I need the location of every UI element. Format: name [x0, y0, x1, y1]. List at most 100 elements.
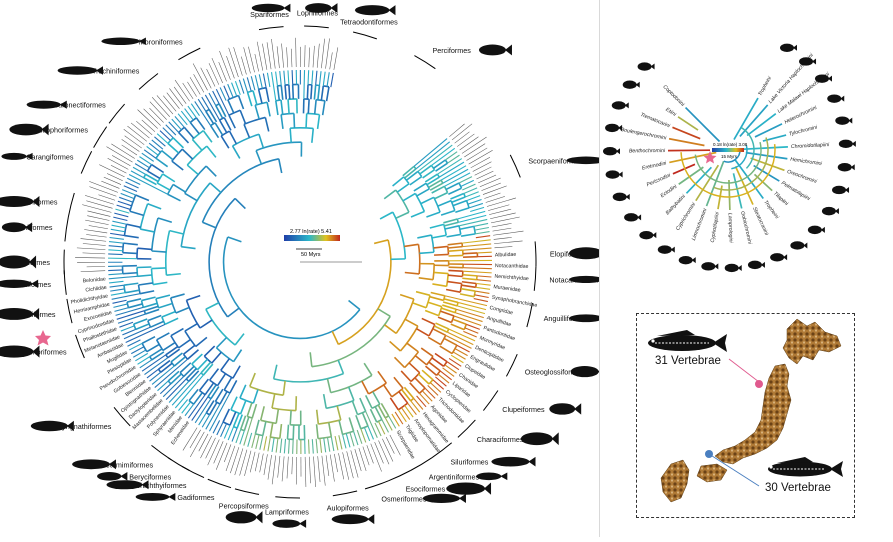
- tree-branch: [142, 153, 154, 161]
- cichlid-silhouette-icon: [839, 140, 856, 148]
- shikoku-landmass: [697, 464, 727, 482]
- tree-branch: [415, 356, 426, 365]
- tree-branch: [251, 76, 255, 90]
- tree-branch: [293, 85, 294, 99]
- tree-branch: [148, 165, 152, 171]
- tree-branch: [338, 360, 343, 373]
- tip-label-glyph: [255, 54, 259, 71]
- tree-branch: [124, 283, 138, 285]
- tree-branch: [139, 157, 151, 165]
- main-rate-legend: 2.77 ln(rate) 5.41 50 Myrs: [284, 229, 340, 258]
- cichlid-silhouette-icon: [606, 170, 623, 178]
- tree-branch: [108, 270, 122, 271]
- tree-branch: [431, 148, 454, 165]
- tree-branch: [409, 363, 420, 373]
- north-site-marker: [755, 380, 763, 388]
- tree-branch: [181, 111, 190, 122]
- tree-branch: [157, 134, 168, 144]
- cichlid-silhouette-icon: [832, 186, 849, 194]
- tree-branch: [288, 439, 289, 453]
- tree-branch: [190, 118, 196, 123]
- tree-branch: [393, 212, 406, 259]
- tree-branch: [247, 77, 251, 91]
- fish-silhouette-icon: [549, 403, 581, 414]
- tip-label-glyph: [99, 165, 124, 177]
- tip-label-glyph: [382, 439, 393, 462]
- order-bracket: [535, 241, 536, 266]
- tip-label-glyph: [86, 234, 106, 237]
- tree-branch: [153, 282, 167, 284]
- tree-branch: [294, 113, 295, 127]
- tree-branch: [147, 369, 159, 378]
- tree-branch: [172, 119, 182, 130]
- tree-branch: [185, 193, 197, 200]
- tree-branch: [398, 410, 406, 422]
- tip-label-glyph: [460, 137, 479, 150]
- tree-branch: [474, 299, 488, 302]
- order-label: Beryciformes: [129, 472, 171, 481]
- tip-label-glyph: [136, 121, 152, 135]
- tree-branch: [178, 114, 187, 125]
- cichlid-tribe-label: Tropheini: [762, 199, 780, 220]
- tip-label-glyph: [330, 52, 333, 69]
- fish-silhouette-icon: [479, 45, 512, 56]
- tree-branch: [396, 190, 409, 212]
- tree-branch: [185, 404, 194, 416]
- tip-label-glyph: [89, 181, 118, 192]
- order-bracket: [65, 217, 68, 241]
- tree-branch: [157, 333, 170, 340]
- tree-branch: [449, 255, 463, 256]
- tree-branch: [435, 377, 446, 386]
- tip-label-glyph: [268, 455, 272, 480]
- tip-label-glyph: [493, 231, 523, 235]
- order-label: Argentiniformes: [429, 472, 480, 481]
- cichlid-silhouette-icon: [827, 94, 844, 102]
- tree-branch: [202, 222, 215, 227]
- tree-branch: [314, 85, 315, 99]
- tree-branch: [195, 101, 211, 125]
- cichlid-tribe-label: Etiini: [664, 107, 677, 119]
- cichlid-silhouette-icon: [603, 147, 620, 155]
- tip-label-glyph: [287, 457, 288, 479]
- tree-branch: [166, 231, 170, 276]
- order-bracket: [68, 193, 74, 217]
- tree-branch: [169, 122, 179, 133]
- tree-branch: [349, 387, 354, 400]
- cichlid-silhouette-icon: [624, 213, 641, 221]
- tree-branch: [433, 246, 447, 248]
- tip-label-glyph: [379, 440, 389, 464]
- tip-label-glyph: [484, 193, 500, 199]
- tree-branch: [416, 329, 429, 336]
- tree-branch: [207, 146, 216, 157]
- tree-branch: [455, 208, 469, 212]
- tree-branch: [171, 336, 179, 348]
- tip-label-glyph: [493, 228, 512, 231]
- south-site-marker: [705, 450, 713, 458]
- order-label: Lampriformes: [265, 508, 309, 517]
- tree-branch: [232, 428, 237, 442]
- order-bracket: [259, 27, 284, 30]
- tree-branch: [280, 439, 281, 453]
- tree-branch: [410, 383, 420, 394]
- tree-branch: [476, 287, 490, 289]
- order-label: Percopsiformes: [219, 502, 269, 511]
- tree-branch: [166, 274, 180, 275]
- tip-label-glyph: [386, 437, 394, 454]
- tree-branch: [192, 397, 208, 421]
- tree-branch: [134, 319, 148, 324]
- tip-label-glyph: [86, 201, 112, 209]
- tree-branch: [192, 139, 202, 150]
- tree-branch: [114, 308, 128, 312]
- tree-branch: [343, 431, 354, 434]
- tree-branch: [312, 128, 313, 142]
- tree-branch: [405, 319, 418, 326]
- tree-branch: [320, 438, 322, 452]
- tree-branch: [358, 411, 366, 414]
- tree-branch: [190, 122, 199, 133]
- tree-branch: [354, 431, 358, 445]
- tree-branch: [283, 381, 285, 395]
- tree-branch: [357, 430, 362, 444]
- tip-label-glyph: [326, 38, 330, 68]
- tree-branch: [108, 254, 122, 255]
